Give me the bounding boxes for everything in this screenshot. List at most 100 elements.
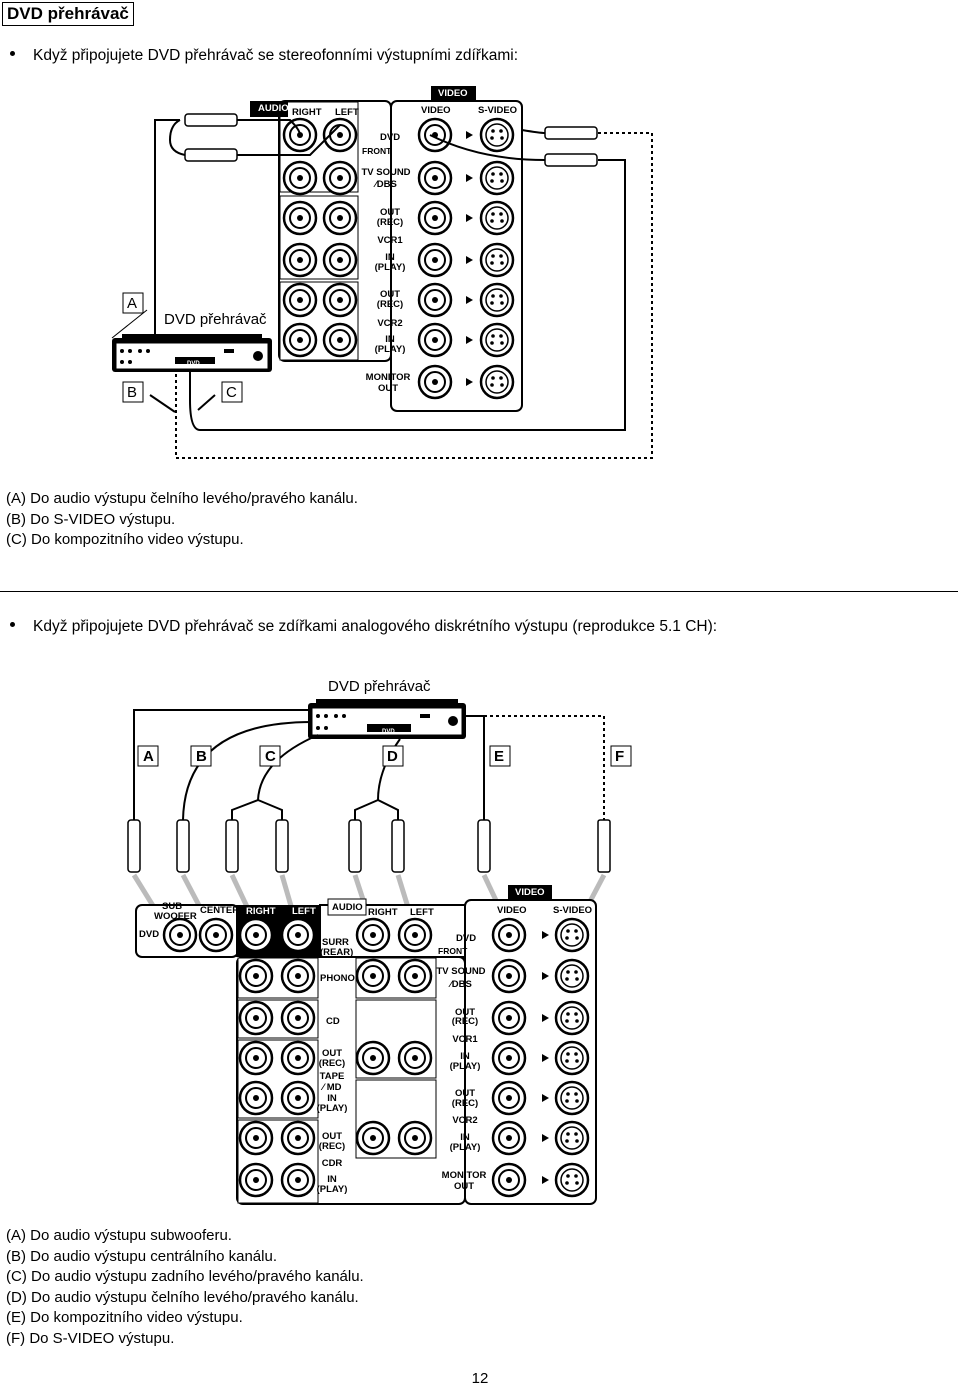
svideo-jack-inner <box>560 964 584 988</box>
svideo-pin <box>574 1132 578 1136</box>
legend-2-d: (D) Do audio výstupu čelního levého/prav… <box>6 1288 359 1306</box>
arrow-icon <box>466 214 473 222</box>
rec-label: (REC) <box>376 299 404 310</box>
front-label: FRONT <box>438 946 468 956</box>
svideo-pin <box>499 334 503 338</box>
legend-1-b: (B) Do S-VIDEO výstupu. <box>6 510 176 528</box>
bullet-discrete: Když připojujete DVD přehrávač se zdířka… <box>10 618 717 636</box>
tvsound-label: TV SOUND <box>361 167 411 178</box>
legend-2: (A) Do audio výstupu subwooferu. (B) Do … <box>6 1226 364 1349</box>
callout-e-2: E <box>494 748 505 765</box>
rca-jack-pin <box>506 1055 512 1061</box>
rca-plug <box>127 819 141 873</box>
rca-jack-pin <box>506 1015 512 1021</box>
rca-jack-pin <box>253 1135 259 1141</box>
svideo-pin <box>490 136 494 140</box>
audio-header: AUDIO <box>258 103 289 114</box>
svideo-pin <box>500 136 504 140</box>
svideo-pin <box>500 219 504 223</box>
svideo-pin <box>491 334 495 338</box>
vcr1-label: VCR1 <box>452 1034 478 1045</box>
svideo-pin <box>566 1052 570 1056</box>
jacks-2 <box>162 917 590 1198</box>
rca-jack-pin <box>432 379 438 385</box>
player-badge: DVD <box>382 729 395 735</box>
woofer-label: WOOFER <box>154 911 197 922</box>
bullet-dot <box>10 51 15 57</box>
dvd-player-2 <box>308 699 466 739</box>
rca-jack-pin <box>370 1135 376 1141</box>
video-header: VIDEO <box>438 88 468 99</box>
plugs-2 <box>127 819 611 873</box>
svideo-jack-inner <box>560 1126 584 1150</box>
out-label: OUT <box>321 1048 343 1059</box>
out-label: OUT <box>379 207 401 218</box>
callout-a-1: A <box>127 295 138 312</box>
rca-jack-pin <box>295 1055 301 1061</box>
rca-jack-pin <box>432 297 438 303</box>
rca-jack-pin <box>432 215 438 221</box>
svideo-jack-inner <box>485 370 509 394</box>
rca-jack-pin <box>253 973 259 979</box>
rca-plug <box>275 819 289 873</box>
rca-jack-pin <box>432 257 438 263</box>
rear-label: (REAR) <box>320 947 354 958</box>
rca-jack-pin <box>370 932 376 938</box>
svideo-pin <box>575 1099 579 1103</box>
rec-label: (REC) <box>451 1098 479 1109</box>
rec-label: (REC) <box>318 1141 346 1152</box>
front-label: FRONT <box>362 146 392 156</box>
section-heading: DVD přehrávač <box>2 2 134 26</box>
svideo-jack-inner <box>560 1046 584 1070</box>
play-label: (PLAY) <box>316 1184 348 1195</box>
arrow-icon <box>466 131 473 139</box>
rca-jack-pin <box>253 1055 259 1061</box>
dvd-label: DVD <box>456 933 477 944</box>
legend-1-c: (C) Do kompozitního video výstupu. <box>6 531 244 548</box>
svideo-pin <box>491 294 495 298</box>
right-label: RIGHT <box>292 107 322 118</box>
tvsound-label: TV SOUND <box>436 966 486 977</box>
rca-jack-pin <box>253 1177 259 1183</box>
svideo-pin <box>499 212 503 216</box>
svideo-pin <box>490 341 494 345</box>
svideo-pin <box>574 1174 578 1178</box>
svideo-pin <box>566 929 570 933</box>
rca-jack-pin <box>432 175 438 181</box>
svideo-pin <box>491 376 495 380</box>
divider <box>0 591 958 592</box>
rca-jack-pin <box>297 257 303 263</box>
svideo-pin <box>566 970 570 974</box>
svideo-pin <box>565 1019 569 1023</box>
player-badge: DVD <box>187 361 200 367</box>
svideo-pin <box>565 1139 569 1143</box>
rec-label: (REC) <box>318 1058 346 1069</box>
callout-b-1: B <box>127 384 138 401</box>
video-header: VIDEO <box>515 887 545 898</box>
svideo-pin <box>490 261 494 265</box>
svideo-pin <box>566 1132 570 1136</box>
monitor-label: MONITOR <box>365 372 411 383</box>
svideo-pin <box>565 977 569 981</box>
svideo-pin <box>574 1012 578 1016</box>
dvd-label: DVD <box>139 929 160 940</box>
svideo-pin <box>574 970 578 974</box>
monitor-out-label: OUT <box>453 1181 475 1192</box>
svideo-pin <box>499 172 503 176</box>
callout-a-2: A <box>143 748 154 765</box>
arrow-icon <box>542 972 549 980</box>
tape-label: TAPE <box>319 1071 345 1082</box>
rca-jack-pin <box>506 1177 512 1183</box>
dvd-label: DVD <box>380 132 401 143</box>
svideo-jack-inner <box>485 248 509 272</box>
vcr2-label: VCR2 <box>452 1115 478 1126</box>
arrow-icon <box>466 256 473 264</box>
center-label: CENTER <box>200 905 240 916</box>
surr-label: SURR <box>322 937 349 948</box>
svideo-pin <box>575 1019 579 1023</box>
callout-d-2: D <box>387 748 398 765</box>
arrow-icon <box>542 1014 549 1022</box>
dbs-label: ∕DBS <box>375 179 397 190</box>
plugs-1 <box>184 113 598 167</box>
rca-jack-pin <box>412 973 418 979</box>
